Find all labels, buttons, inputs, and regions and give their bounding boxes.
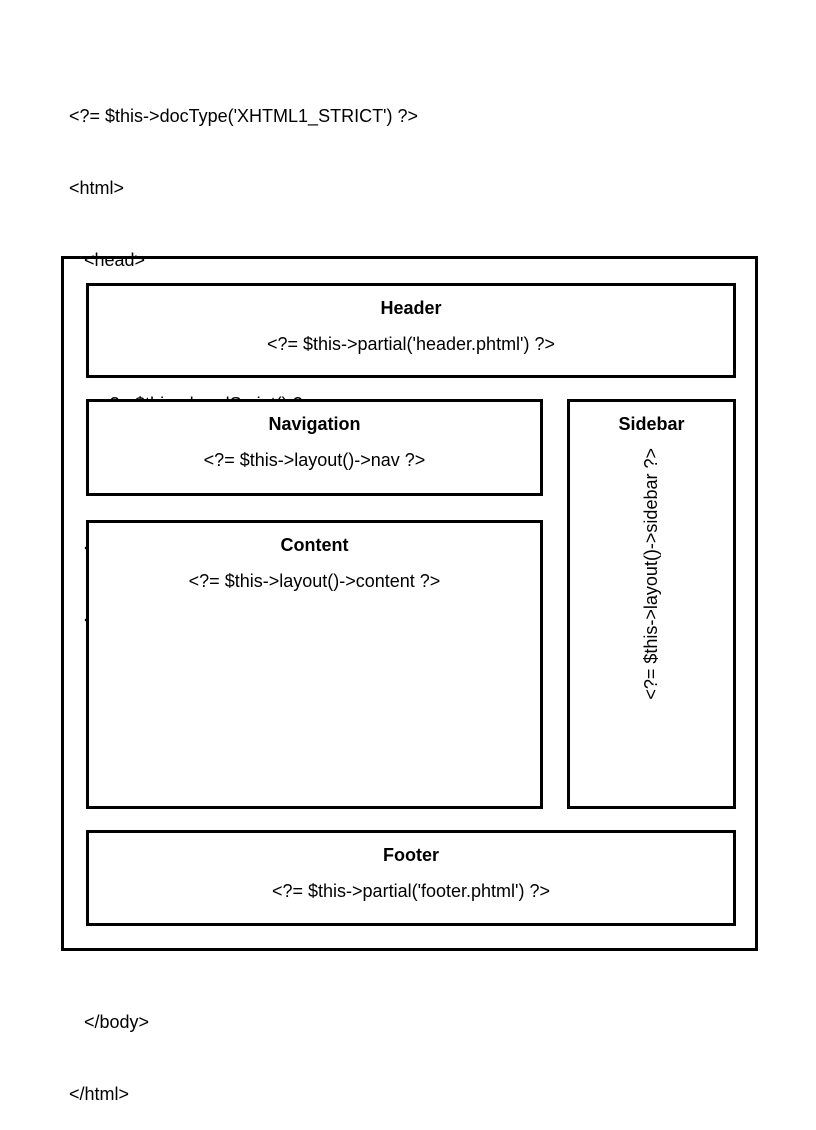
region-navigation: Navigation <?= $this->layout()->nav ?> <box>86 399 543 496</box>
region-footer: Footer <?= $this->partial('footer.phtml'… <box>86 830 736 926</box>
code-line: <?= $this->docType('XHTML1_STRICT') ?> <box>69 106 419 126</box>
region-content-title: Content <box>280 535 349 555</box>
region-footer-title: Footer <box>383 845 439 865</box>
region-footer-code: <?= $this->partial('footer.phtml') ?> <box>271 881 551 901</box>
region-header-code: <?= $this->partial('header.phtml') ?> <box>266 334 556 354</box>
region-header: Header <?= $this->partial('header.phtml'… <box>86 283 736 378</box>
code-line: <html> <box>69 178 125 198</box>
region-content: Content <?= $this->layout()->content ?> <box>86 520 543 809</box>
region-sidebar: Sidebar <?= $this->layout()->sidebar ?> <box>567 399 736 809</box>
region-navigation-title: Navigation <box>268 414 361 434</box>
bottom-code-block: </body> </html> <box>69 962 149 1130</box>
region-sidebar-title: Sidebar <box>618 414 685 434</box>
region-content-code: <?= $this->layout()->content ?> <box>188 571 441 591</box>
region-sidebar-code: <?= $this->layout()->sidebar ?> <box>641 448 661 700</box>
code-line: </body> <box>69 1012 150 1032</box>
page-layout-container <box>61 256 758 951</box>
code-line: <head> <box>69 250 146 270</box>
code-line: </html> <box>69 1084 130 1104</box>
region-sidebar-code-wrapper: <?= $this->layout()->sidebar ?> <box>570 448 733 802</box>
region-navigation-code: <?= $this->layout()->nav ?> <box>203 450 426 470</box>
region-header-title: Header <box>380 298 442 318</box>
